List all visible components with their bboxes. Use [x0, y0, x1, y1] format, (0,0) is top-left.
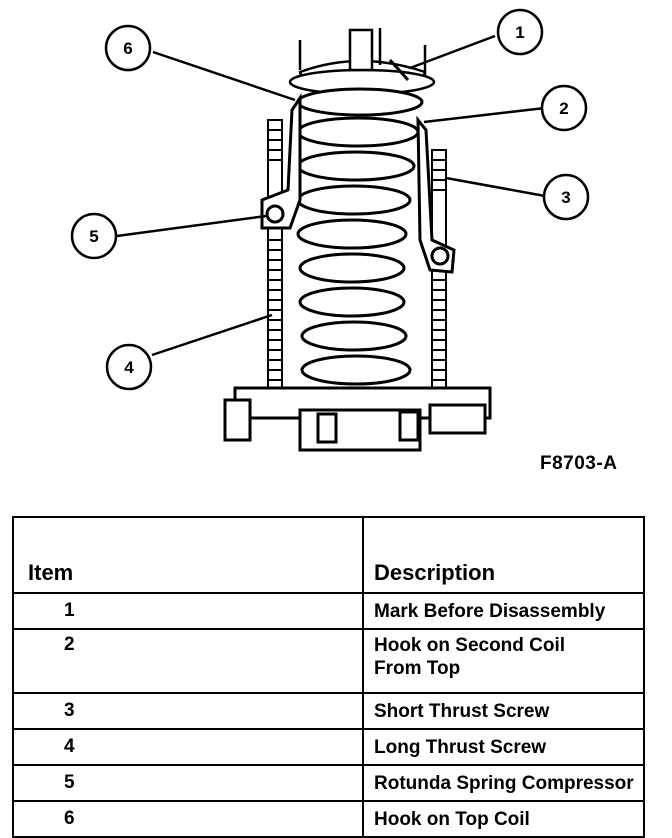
- svg-text:3: 3: [561, 188, 570, 207]
- item-number: 5: [12, 764, 364, 802]
- svg-text:4: 4: [124, 358, 134, 377]
- item-number: 6: [12, 800, 364, 838]
- description-header: Description: [362, 516, 645, 594]
- compressor-arms: [260, 93, 456, 274]
- svg-text:6: 6: [123, 39, 132, 58]
- item-description: Short Thrust Screw: [362, 692, 645, 730]
- table-row: 5 Rotunda Spring Compressor: [12, 764, 645, 802]
- compressor-base: [223, 386, 492, 452]
- disassembly-mark: [388, 58, 410, 82]
- item-description: Rotunda Spring Compressor: [362, 764, 645, 802]
- table-row: 4 Long Thrust Screw: [12, 728, 645, 766]
- item-number: 1: [12, 592, 364, 630]
- table-row: 3 Short Thrust Screw: [12, 692, 645, 730]
- coil-spring: [296, 87, 424, 386]
- item-description: Long Thrust Screw: [362, 728, 645, 766]
- table-row: 2 Hook on Second Coil From Top: [12, 628, 645, 694]
- mount-stud: [348, 28, 374, 72]
- legend-table: Item Description 1 Mark Before Disassemb…: [12, 516, 645, 838]
- item-description: Hook on Top Coil: [362, 800, 645, 838]
- item-number: 4: [12, 728, 364, 766]
- leader-lines: [116, 34, 546, 357]
- item-header: Item: [12, 516, 364, 594]
- long-thrust-screw: [267, 119, 283, 391]
- table-row: 1 Mark Before Disassembly: [12, 592, 645, 630]
- callout-2: 2: [540, 84, 588, 132]
- figure-id: F8703-A: [540, 453, 618, 474]
- item-description: Mark Before Disassembly: [362, 592, 645, 630]
- item-description: Hook on Second Coil From Top: [362, 628, 645, 694]
- left-pivot: [265, 204, 285, 224]
- right-pivot: [430, 246, 450, 266]
- callout-1: 1: [496, 8, 544, 56]
- svg-text:1: 1: [515, 23, 524, 42]
- hook-top-coil: [260, 93, 302, 230]
- table-row: 6 Hook on Top Coil: [12, 800, 645, 838]
- item-number: 3: [12, 692, 364, 730]
- spring-compressor-diagram: 1 2 3 4 5 6: [70, 8, 590, 452]
- svg-text:5: 5: [89, 227, 98, 246]
- legend-header-row: Item Description: [12, 516, 645, 594]
- hook-second-coil: [416, 115, 456, 274]
- svg-text:2: 2: [559, 99, 568, 118]
- callout-3: 3: [542, 173, 590, 221]
- callout-6: 6: [104, 24, 152, 72]
- callout-5: 5: [70, 212, 118, 260]
- callout-4: 4: [105, 343, 153, 391]
- item-number: 2: [12, 628, 364, 694]
